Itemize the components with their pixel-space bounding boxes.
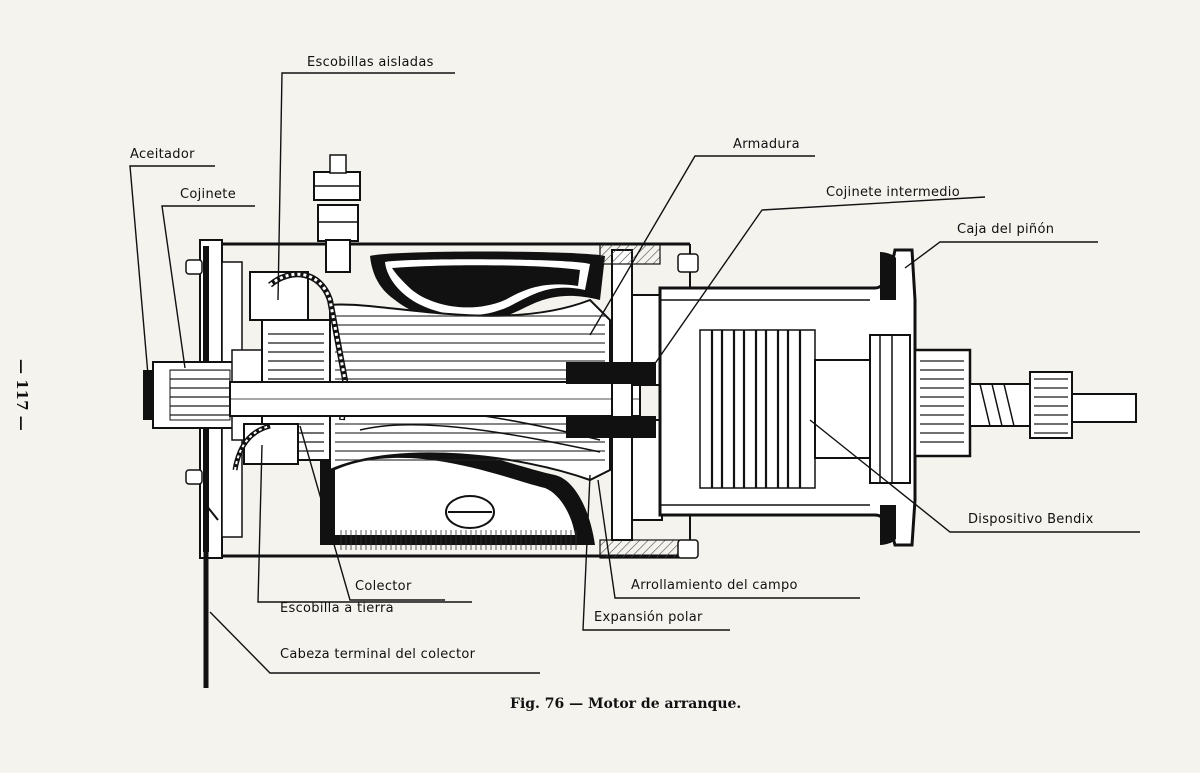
label-cojinete-intermedio: Cojinete intermedio — [826, 185, 960, 200]
label-dispositivo-bendix: Dispositivo Bendix — [968, 512, 1094, 527]
commutator-end-head — [185, 239, 243, 688]
label-colector: Colector — [355, 579, 412, 594]
label-armadura: Armadura — [733, 137, 800, 152]
page-number: — 117 — — [13, 359, 31, 431]
intermediate-bearing — [566, 243, 699, 559]
figure-caption: Fig. 76 — Motor de arranque. — [510, 696, 742, 712]
label-escobillas-aisladas: Escobillas aisladas — [307, 55, 434, 70]
label-cojinete: Cojinete — [180, 187, 236, 202]
armature-shaft — [229, 381, 641, 417]
label-expansion-polar: Expansión polar — [594, 610, 703, 625]
label-caja-del-pinon: Caja del piñón — [957, 222, 1055, 237]
pinion-gear — [913, 348, 1137, 458]
label-cabeza-terminal: Cabeza terminal del colector — [280, 647, 476, 662]
terminal-post — [313, 154, 361, 273]
label-arrollamiento-del-campo: Arrollamiento del campo — [631, 578, 798, 593]
bendix-spring — [699, 329, 911, 489]
label-escobilla-a-tierra: Escobilla a tierra — [280, 601, 394, 616]
label-aceitador: Aceitador — [130, 147, 195, 162]
oiler-and-bearing — [143, 349, 263, 441]
leader-lines — [129, 72, 1140, 674]
